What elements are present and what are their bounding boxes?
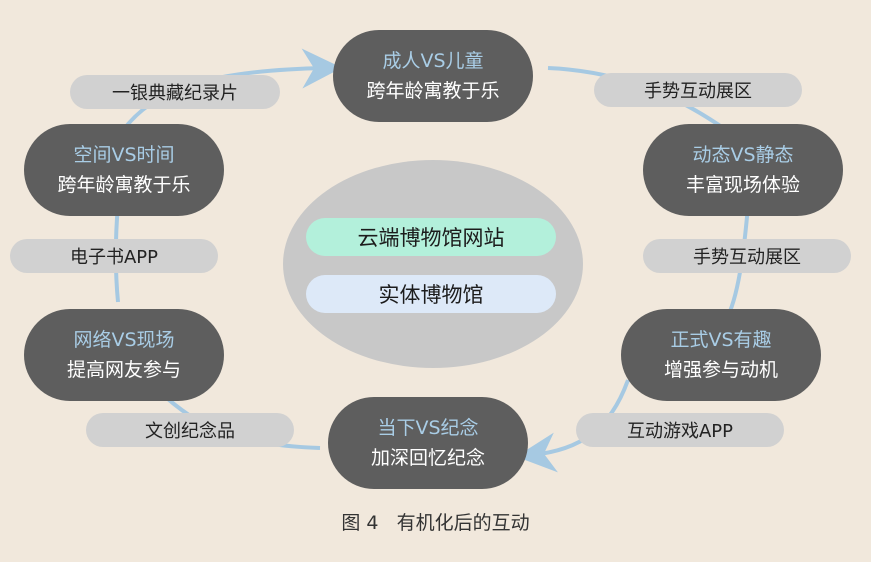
node-title: 空间VS时间 (73, 144, 175, 166)
center-ellipse (283, 160, 583, 368)
pill-gesture-mid: 手势互动展区 (643, 239, 851, 273)
node-title: 网络VS现场 (73, 329, 175, 351)
pill-game-app: 互动游戏APP (576, 413, 784, 447)
physical-museum-box: 实体博物馆 (306, 275, 556, 313)
node-subtitle: 加深回忆纪念 (370, 447, 485, 469)
cloud-museum-website-box: 云端博物馆网站 (306, 218, 556, 256)
node-title: 正式VS有趣 (670, 329, 772, 351)
node-now-vs-memory: 当下VS纪念 加深回忆纪念 (328, 397, 528, 489)
figure-caption: 图 4 有机化后的互动 (341, 512, 530, 534)
node-subtitle: 跨年龄寓教于乐 (57, 174, 191, 196)
node-subtitle: 提高网友参与 (66, 359, 181, 381)
node-title: 当下VS纪念 (377, 417, 479, 439)
node-subtitle: 增强参与动机 (663, 359, 778, 381)
node-space-vs-time: 空间VS时间 跨年龄寓教于乐 (24, 124, 224, 216)
node-title: 成人VS儿童 (382, 50, 484, 72)
node-online-vs-onsite: 网络VS现场 提高网友参与 (24, 309, 224, 401)
node-dynamic-vs-static: 动态VS静态 丰富现场体验 (643, 124, 843, 216)
pill-documentary: 一银典藏纪录片 (70, 75, 280, 109)
node-subtitle: 跨年龄寓教于乐 (366, 80, 500, 102)
pill-ebook-app: 电子书APP (10, 239, 218, 273)
pill-souvenir: 文创纪念品 (86, 413, 294, 447)
pill-gesture-top: 手势互动展区 (594, 73, 802, 107)
node-subtitle: 丰富现场体验 (685, 174, 800, 196)
node-adult-vs-child: 成人VS儿童 跨年龄寓教于乐 (333, 30, 533, 122)
node-title: 动态VS静态 (692, 144, 794, 166)
node-formal-vs-fun: 正式VS有趣 增强参与动机 (621, 309, 821, 401)
